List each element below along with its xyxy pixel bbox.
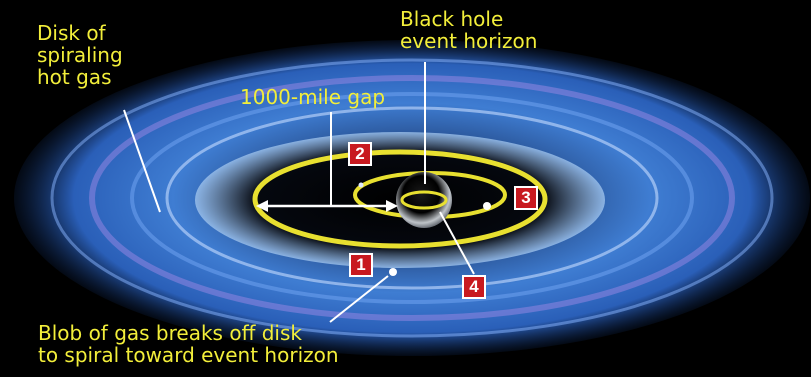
black-hole bbox=[396, 172, 452, 228]
blob-label: Blob of gas breaks off disk to spiral to… bbox=[38, 321, 339, 367]
gap-arrow-left-head bbox=[256, 200, 268, 212]
blob-leader-line bbox=[329, 275, 389, 323]
gap-label: 1000-mile gap bbox=[240, 85, 386, 109]
gas-blob bbox=[483, 202, 491, 210]
marker-2: 2 bbox=[348, 142, 372, 166]
gas-blob bbox=[358, 182, 364, 188]
disk-band bbox=[89, 75, 735, 321]
hole-orbit-ring bbox=[400, 190, 448, 210]
black-hole-label: Black hole event horizon bbox=[400, 7, 538, 53]
marker-4: 4 bbox=[462, 275, 486, 299]
marker-3: 3 bbox=[514, 186, 538, 210]
disk-band bbox=[165, 106, 659, 290]
outer-orbit bbox=[252, 149, 548, 249]
gas-blob bbox=[389, 268, 397, 276]
disk-leader-line bbox=[123, 109, 161, 213]
marker-4-leader-line bbox=[439, 211, 475, 275]
gap-arrow-right-head bbox=[386, 200, 398, 212]
disk-band bbox=[50, 58, 774, 338]
marker-1: 1 bbox=[349, 253, 373, 277]
disk-label: Disk of spiraling hot gas bbox=[37, 21, 123, 89]
disk-band bbox=[130, 92, 694, 304]
